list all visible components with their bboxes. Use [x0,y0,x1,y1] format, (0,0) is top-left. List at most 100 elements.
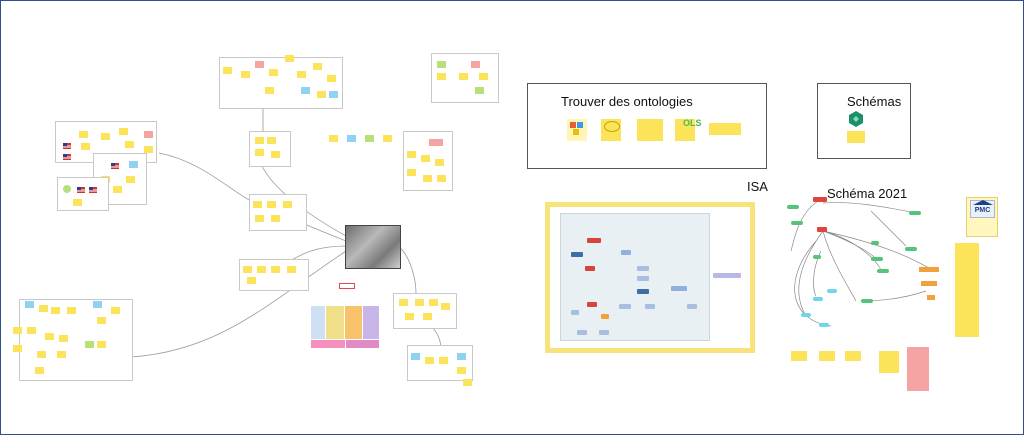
sticky-note[interactable] [57,351,66,358]
sticky-note[interactable] [39,305,48,312]
sticky-note[interactable] [85,341,94,348]
sticky-note[interactable] [59,335,68,342]
sticky-note[interactable] [13,345,22,352]
sticky-note[interactable] [847,131,865,143]
sticky-note[interactable] [111,307,120,314]
sticky-note[interactable] [97,317,106,324]
sticky-note[interactable] [267,201,276,208]
sticky-note[interactable] [271,266,280,273]
sticky-note[interactable] [97,341,106,348]
sticky-note[interactable] [144,131,153,138]
sticky-note[interactable] [435,159,444,166]
sticky-note[interactable] [791,351,807,361]
sticky-note[interactable] [407,169,416,176]
frame-bottom-center[interactable] [407,345,473,381]
sticky-note[interactable] [79,131,88,138]
sticky-note[interactable] [287,266,296,273]
frame-top-middle[interactable] [219,57,343,109]
sticky-note[interactable] [437,61,446,68]
sticky-note[interactable] [439,357,448,364]
frame-center-left[interactable] [249,194,307,231]
sticky-note[interactable] [415,299,424,306]
photo-thumbnail[interactable] [345,225,401,269]
sticky-note[interactable] [437,175,446,182]
ontology-card[interactable] [567,119,587,141]
sticky-note[interactable] [907,347,929,391]
sticky-note[interactable] [25,301,34,308]
sticky-note[interactable] [67,307,76,314]
sticky-note[interactable] [255,215,264,222]
sticky-note[interactable] [819,351,835,361]
sticky-note[interactable] [329,135,338,142]
sticky-note[interactable] [425,357,434,364]
ontology-card[interactable] [709,123,741,135]
frame-schemas[interactable] [817,83,911,159]
ontology-card[interactable] [601,119,621,141]
sticky-note[interactable] [399,299,408,306]
sticky-note[interactable] [383,135,392,142]
sticky-note[interactable] [113,186,122,193]
sticky-note[interactable] [257,266,266,273]
sticky-note[interactable] [879,351,899,373]
sticky-note[interactable] [253,201,262,208]
sticky-note[interactable] [285,55,294,62]
sticky-note[interactable] [297,71,306,78]
sticky-note[interactable] [429,139,443,146]
sticky-note[interactable] [479,73,488,80]
sticky-note[interactable] [51,307,60,314]
sticky-note[interactable] [347,135,356,142]
sticky-note[interactable] [101,133,110,140]
sticky-note[interactable] [437,73,446,80]
sticky-note[interactable] [73,199,82,206]
sticky-note[interactable] [269,69,278,76]
sticky-note[interactable] [27,327,36,334]
sticky-note[interactable] [423,313,432,320]
sticky-note[interactable] [243,266,252,273]
sticky-note[interactable] [13,327,22,334]
sticky-note[interactable] [126,176,135,183]
sticky-note[interactable] [457,353,466,360]
sticky-note-long[interactable] [955,243,979,337]
ontology-card[interactable] [637,119,663,141]
sticky-note[interactable] [429,299,438,306]
sticky-note[interactable] [271,215,280,222]
ontology-card[interactable] [675,119,695,141]
sticky-note[interactable] [265,87,274,94]
isa-diagram[interactable] [560,213,710,341]
frame-center-lower[interactable] [239,259,309,291]
sticky-note[interactable] [423,175,432,182]
sticky-note[interactable] [329,91,338,98]
sticky-note[interactable] [144,146,153,153]
sticky-note[interactable] [255,149,264,156]
pmc-card[interactable]: PMC [966,197,998,237]
sticky-note[interactable] [339,283,355,289]
sticky-note[interactable] [125,141,134,148]
sticky-note[interactable] [129,161,138,168]
sticky-note[interactable] [45,333,54,340]
sticky-note[interactable] [471,61,480,68]
frame-flags-2[interactable] [57,177,109,211]
sticky-note[interactable] [365,135,374,142]
sticky-note[interactable] [317,91,326,98]
frame-center-right[interactable] [393,293,457,329]
sticky-note[interactable] [411,353,420,360]
sticky-note[interactable] [327,75,336,82]
sticky-note[interactable] [405,313,414,320]
sticky-note[interactable] [475,87,484,94]
sticky-note[interactable] [37,351,46,358]
sticky-note[interactable] [283,201,292,208]
sticky-note[interactable] [301,87,310,94]
sticky-note[interactable] [241,71,250,78]
sticky-note[interactable] [119,128,128,135]
sticky-note[interactable] [421,155,430,162]
sticky-note[interactable] [407,151,416,158]
sticky-note[interactable] [845,351,861,361]
sticky-note[interactable] [463,379,472,386]
sticky-note[interactable] [267,137,276,144]
sticky-note[interactable] [223,67,232,74]
sticky-note[interactable] [93,301,102,308]
sticky-note[interactable] [457,367,466,374]
sticky-note[interactable] [35,367,44,374]
sticky-note[interactable] [313,63,322,70]
